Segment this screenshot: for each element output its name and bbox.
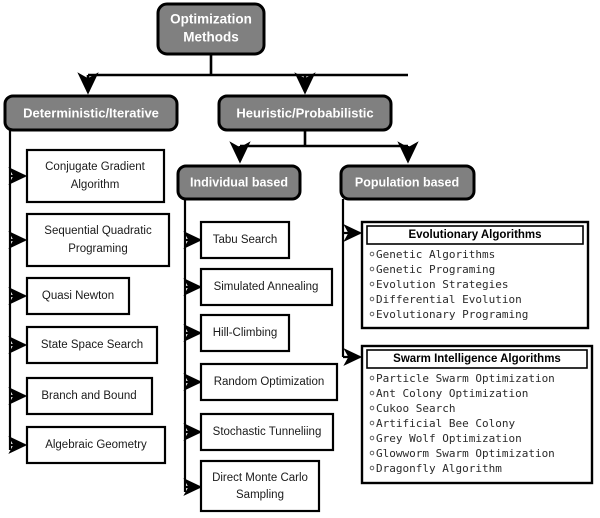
- panel-title: Evolutionary Algorithms: [408, 229, 541, 241]
- panel-evolutionary-algorithms[interactable]: Evolutionary Algorithms Genetic Algorith…: [360, 220, 590, 330]
- node-heuristic-probabilistic[interactable]: Heuristic/Probabilistic: [217, 94, 393, 132]
- individual-based-label: Individual based: [190, 175, 288, 189]
- leaf-conjugate-gradient-algorithm[interactable]: Conjugate Gradient Algorithm: [25, 148, 166, 204]
- root-label-line1: Optimization: [170, 12, 252, 27]
- leaf-label-line2: Sampling: [236, 489, 284, 501]
- leaf-random-optimization[interactable]: Random Optimization: [199, 362, 339, 402]
- panel-item: Genetic Algorithms: [376, 248, 495, 261]
- leaf-sequential-quadratic-programing[interactable]: Sequential Quadratic Programing: [25, 212, 171, 268]
- node-deterministic-iterative[interactable]: Deterministic/Iterative: [3, 94, 179, 132]
- heuristic-label: Heuristic/Probabilistic: [236, 105, 373, 120]
- leaf-label-line2: Programing: [68, 243, 127, 255]
- leaf-label-line1: State Space Search: [41, 339, 143, 351]
- connector-deterministic-spine: [8, 130, 28, 455]
- panel-item: Evolutionary Programing: [376, 308, 528, 321]
- leaf-branch-and-bound[interactable]: Branch and Bound: [25, 376, 154, 416]
- connector-heuristic-split: [229, 130, 419, 164]
- panel-item: Ant Colony Optimization: [376, 387, 528, 400]
- root-label-line2: Methods: [183, 30, 239, 45]
- leaf-label-line1: Sequential Quadratic: [44, 225, 152, 237]
- node-population-based[interactable]: Population based: [339, 164, 476, 201]
- population-based-label: Population based: [355, 175, 459, 189]
- panel-swarm-intelligence-algorithms[interactable]: Swarm Intelligence Algorithms Particle S…: [360, 344, 594, 485]
- panel-item: Genetic Programing: [376, 263, 495, 276]
- leaf-label-line1: Simulated Annealing: [214, 281, 319, 293]
- panel-title: Swarm Intelligence Algorithms: [393, 353, 561, 365]
- leaf-simulated-annealing[interactable]: Simulated Annealing: [199, 267, 334, 307]
- leaf-label-line1: Direct Monte Carlo: [212, 472, 308, 484]
- leaf-quasi-newton[interactable]: Quasi Newton: [25, 276, 131, 316]
- panel-item: Differential Evolution: [376, 293, 522, 306]
- leaf-state-space-search[interactable]: State Space Search: [25, 325, 159, 365]
- leaf-tabu-search[interactable]: Tabu Search: [199, 220, 291, 260]
- panel-item: Evolution Strategies: [376, 278, 508, 291]
- leaf-hill-climbing[interactable]: Hill-Climbing: [199, 313, 291, 353]
- leaf-label-line1: Tabu Search: [213, 234, 278, 246]
- panel-item: Particle Swarm Optimization: [376, 372, 555, 385]
- leaf-direct-monte-carlo-sampling[interactable]: Direct Monte Carlo Sampling: [199, 459, 321, 513]
- deterministic-label: Deterministic/Iterative: [23, 105, 159, 120]
- connector-population-spine: [341, 199, 363, 367]
- panel-item: Cukoo Search: [376, 402, 455, 415]
- panel-item: Dragonfly Algorithm: [376, 462, 502, 475]
- leaf-algebraic-geometry[interactable]: Algebraic Geometry: [25, 425, 167, 465]
- leaf-label-line1: Branch and Bound: [41, 390, 136, 402]
- node-optimization-methods[interactable]: Optimization Methods: [156, 2, 266, 56]
- leaf-label-line1: Quasi Newton: [42, 290, 114, 302]
- leaf-label-line2: Algorithm: [71, 179, 120, 191]
- connector-root-split: [77, 54, 408, 95]
- node-individual-based[interactable]: Individual based: [176, 164, 302, 201]
- panel-item: Artificial Bee Colony: [376, 417, 515, 430]
- leaf-label-line1: Conjugate Gradient: [45, 161, 146, 173]
- connector-individual-spine: [183, 199, 203, 497]
- panel-item: Grey Wolf Optimization: [376, 432, 522, 445]
- leaf-label-line1: Stochastic Tunneliing: [213, 426, 322, 438]
- panel-item: Glowworm Swarm Optimization: [376, 447, 555, 460]
- leaf-label-line1: Hill-Climbing: [213, 327, 278, 339]
- leaf-label-line1: Random Optimization: [214, 376, 325, 388]
- leaf-label-line1: Algebraic Geometry: [45, 439, 147, 451]
- leaf-stochastic-tunneliing[interactable]: Stochastic Tunneliing: [199, 412, 335, 452]
